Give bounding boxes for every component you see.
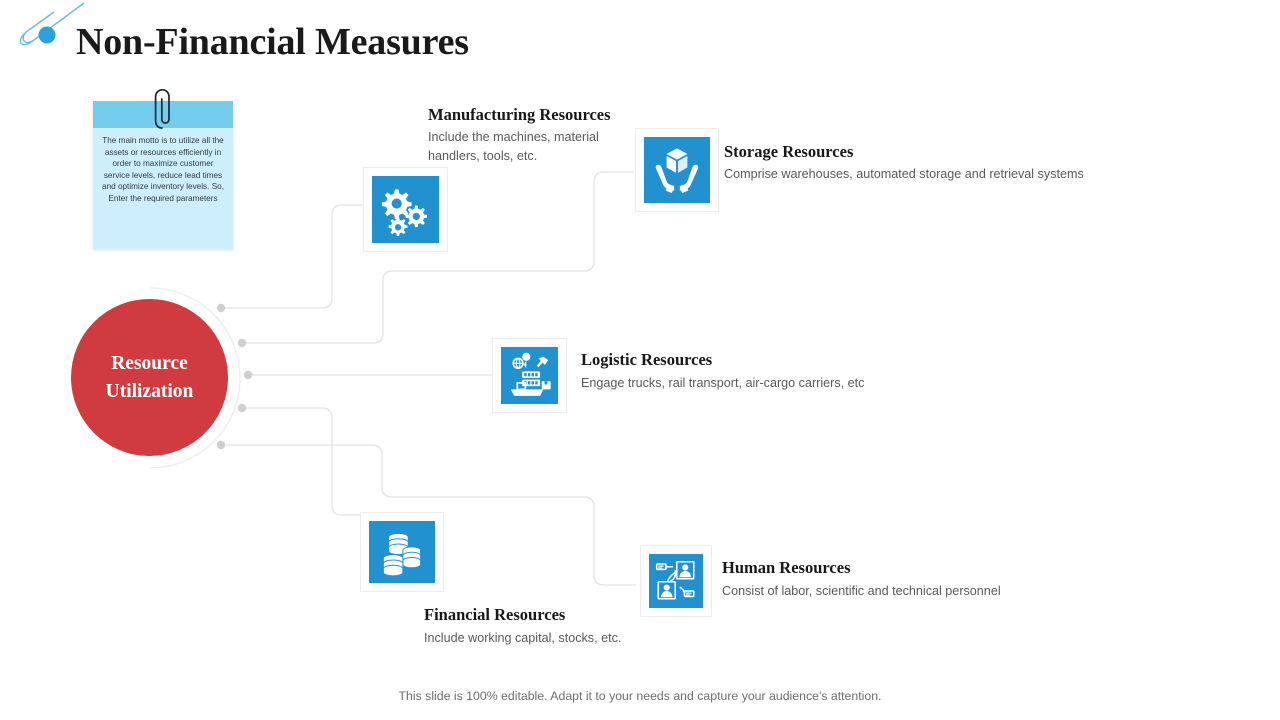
item-title-financial: Financial Resources	[424, 605, 566, 624]
item-title-storage: Storage Resources	[724, 142, 854, 161]
item-title-human: Human Resources	[722, 558, 851, 577]
pin-decoration-icon	[19, 2, 85, 46]
item-desc-financial: Include working capital, stocks, etc.	[424, 631, 622, 645]
paperclip-icon	[154, 88, 170, 129]
sticky-note: The main motto is to utilize all the ass…	[93, 101, 233, 249]
people-network-icon	[649, 554, 703, 608]
item-desc-human: Consist of labor, scientific and technic…	[722, 584, 1001, 598]
item-title-manufacturing: Manufacturing Resources	[428, 105, 611, 124]
icon-tile-human[interactable]	[640, 545, 712, 617]
gears-icon	[372, 176, 439, 243]
hub-resource-utilization[interactable]: Resource Utilization	[71, 299, 228, 456]
sticky-note-band	[93, 101, 233, 128]
item-title-logistic: Logistic Resources	[581, 350, 713, 369]
coins-stack-icon	[369, 521, 435, 583]
item-desc-storage: Comprise warehouses, automated storage a…	[724, 167, 1084, 181]
page-title: Non-Financial Measures	[76, 21, 469, 63]
footer-note: This slide is 100% editable. Adapt it to…	[398, 689, 882, 703]
icon-tile-financial[interactable]	[360, 512, 444, 592]
item-desc-manufacturing: Include the machines, material handlers,…	[428, 130, 599, 163]
icon-tile-storage[interactable]	[635, 128, 719, 212]
sticky-note-text: The main motto is to utilize all the ass…	[102, 136, 224, 203]
hands-holding-box-icon	[644, 137, 710, 203]
icon-tile-logistic[interactable]	[492, 338, 567, 413]
icon-tile-manufacturing[interactable]	[363, 167, 448, 252]
global-logistics-icon	[501, 347, 558, 404]
item-desc-logistic: Engage trucks, rail transport, air-cargo…	[581, 376, 865, 390]
hub-line-2: Utilization	[105, 380, 194, 402]
hub-line-1: Resource	[111, 352, 188, 374]
